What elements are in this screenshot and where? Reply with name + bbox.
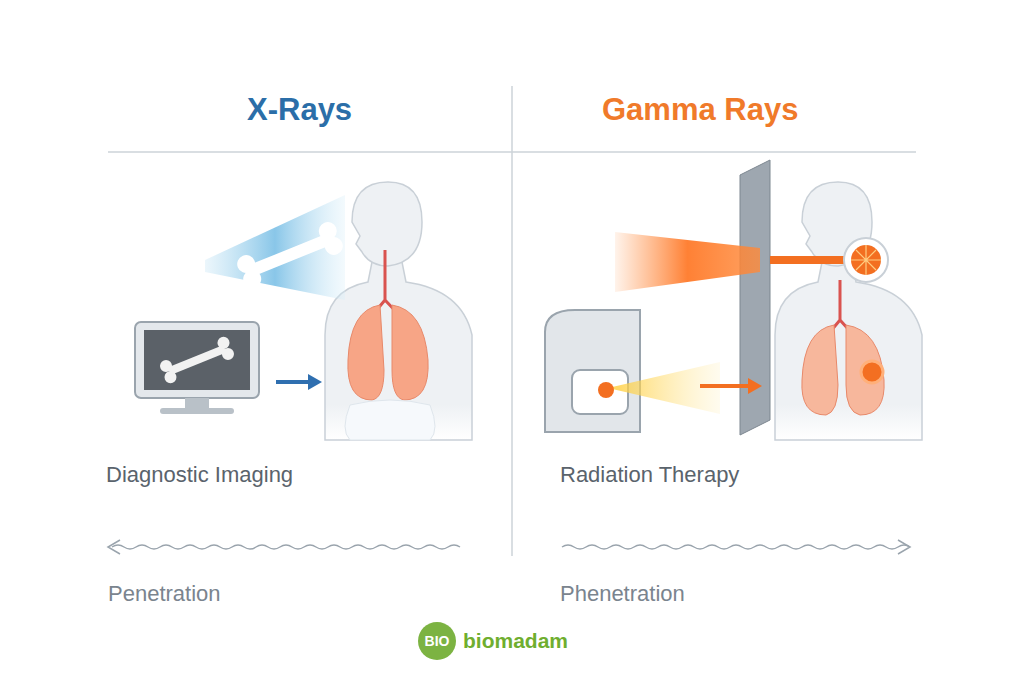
lung bbox=[392, 305, 428, 400]
lung bbox=[802, 325, 838, 415]
tumor bbox=[861, 361, 883, 383]
monitor bbox=[135, 322, 259, 398]
organs bbox=[345, 400, 435, 440]
tumor bbox=[851, 245, 881, 275]
arrow-head bbox=[898, 540, 910, 554]
logo-text: biomadam bbox=[463, 629, 568, 653]
lung bbox=[846, 325, 884, 415]
gamma-beam bbox=[615, 232, 760, 292]
column-heading: X-Rays bbox=[247, 92, 352, 128]
shield-plate bbox=[740, 160, 770, 435]
arrow bbox=[276, 380, 310, 384]
logo-badge-text: BIO bbox=[425, 633, 450, 649]
gamma-beam bbox=[770, 256, 848, 264]
tumor bbox=[851, 245, 881, 275]
gamma-figure bbox=[545, 160, 922, 440]
arrow bbox=[700, 384, 750, 388]
arrow-head bbox=[308, 374, 322, 390]
wave-arrow bbox=[562, 545, 910, 549]
monitor-screen bbox=[144, 330, 250, 390]
property-label: Phenetration bbox=[560, 581, 685, 606]
use-label: Radiation Therapy bbox=[560, 462, 739, 487]
lung bbox=[348, 305, 384, 400]
source bbox=[598, 382, 614, 398]
target bbox=[844, 238, 888, 282]
head-outline bbox=[352, 182, 422, 266]
wave-arrow bbox=[112, 545, 460, 549]
monitor-stand bbox=[185, 398, 209, 408]
xray-beam bbox=[205, 195, 345, 300]
arrow-head bbox=[748, 378, 762, 394]
monitor-stand bbox=[160, 408, 234, 414]
property-label: Penetration bbox=[108, 581, 221, 606]
logo-badge: BIO bbox=[418, 622, 456, 660]
arrow-head bbox=[108, 540, 120, 554]
xray-figure bbox=[135, 182, 472, 440]
therapy-machine bbox=[572, 370, 628, 414]
therapy-machine bbox=[545, 310, 640, 432]
divider-line bbox=[511, 86, 513, 556]
bone bbox=[234, 219, 345, 290]
use-label: Diagnostic Imaging bbox=[106, 462, 293, 487]
body-outline bbox=[775, 262, 922, 440]
body-outline bbox=[325, 262, 472, 440]
column-heading: Gamma Rays bbox=[602, 92, 798, 128]
bone bbox=[158, 335, 236, 385]
